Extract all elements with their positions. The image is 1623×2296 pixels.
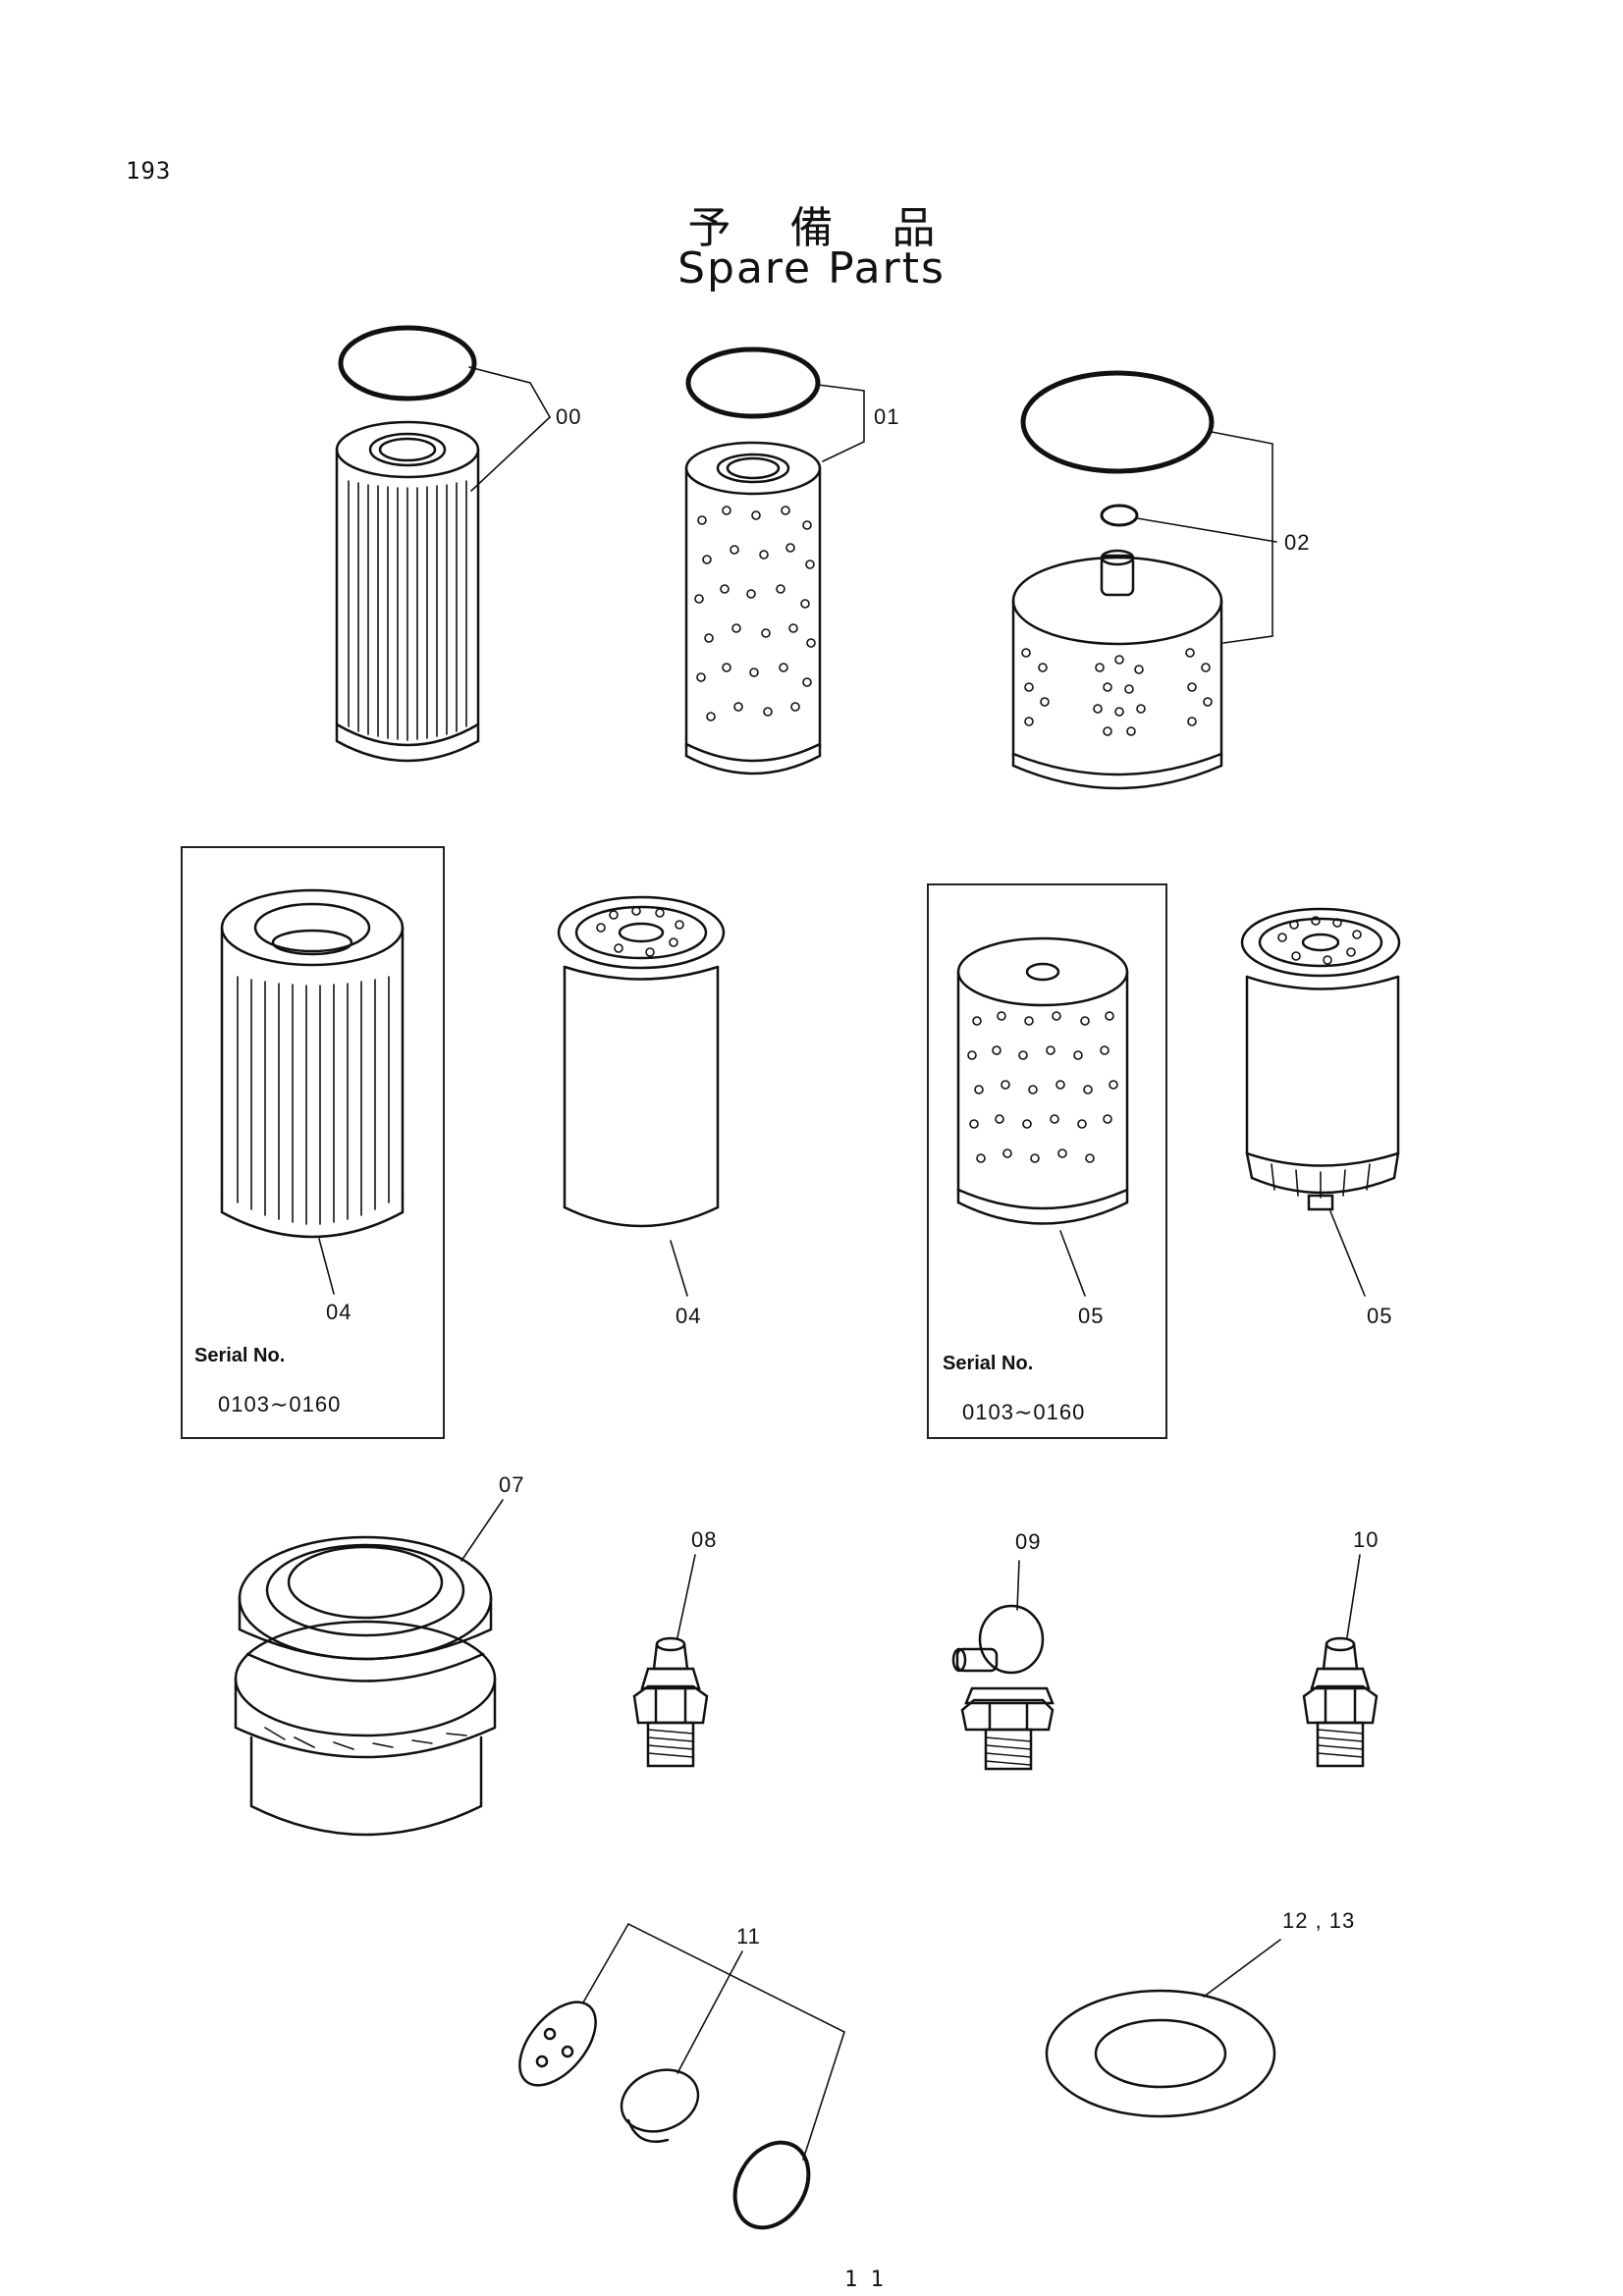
serial-box-right: Serial No. 0103∼0160 — [927, 883, 1167, 1439]
leader-01 — [817, 384, 865, 462]
part-01-filter — [684, 441, 822, 775]
part-02-canister — [1011, 549, 1223, 790]
callout-02: 02 — [1284, 530, 1311, 555]
part-05-perforated-element — [956, 936, 1129, 1225]
part-12-13-washer — [1045, 1989, 1276, 2118]
part-07-seal-assembly — [234, 1535, 497, 1837]
page-title-english: Spare Parts — [677, 243, 946, 294]
leader-07 — [460, 1499, 504, 1562]
serial-range: 0103∼0160 — [962, 1400, 1086, 1424]
callout-00: 00 — [556, 404, 582, 429]
part-11-snap-ring — [732, 2140, 811, 2230]
callout-10: 10 — [1353, 1527, 1380, 1552]
callout-04-right: 04 — [676, 1304, 702, 1328]
leader-08 — [676, 1554, 696, 1638]
leader-09 — [1016, 1560, 1020, 1611]
leader-10 — [1346, 1554, 1361, 1638]
part-00-oring — [338, 325, 477, 401]
leader-11-a — [582, 1922, 845, 2161]
leader-12-13 — [1203, 1939, 1281, 1998]
part-04-pleated-element — [220, 888, 405, 1239]
serial-label: Serial No. — [194, 1345, 286, 1366]
leader-11-b — [676, 1950, 743, 2074]
footer-mark: 1 1 — [844, 2268, 884, 2292]
part-08-grease-nipple — [632, 1636, 709, 1768]
callout-01: 01 — [874, 404, 900, 429]
leader-05-right — [1329, 1210, 1366, 1297]
callout-04-left: 04 — [326, 1300, 352, 1324]
part-02-large-oring — [1020, 370, 1215, 474]
callout-08: 08 — [691, 1527, 718, 1552]
callout-05-left: 05 — [1078, 1304, 1105, 1328]
leader-04-right — [670, 1240, 688, 1297]
leader-04-left — [318, 1238, 335, 1295]
serial-box-left: Serial No. 0103∼0160 — [181, 846, 445, 1439]
callout-11: 11 — [736, 1924, 761, 1949]
serial-label: Serial No. — [943, 1353, 1034, 1374]
part-11-cap — [620, 2068, 700, 2143]
callout-12-13: 12 , 13 — [1282, 1908, 1356, 1933]
callout-07: 07 — [499, 1472, 525, 1497]
part-11-plate — [518, 2001, 597, 2087]
part-10-grease-nipple — [1302, 1636, 1379, 1768]
callout-05-right: 05 — [1367, 1304, 1393, 1328]
part-01-oring — [685, 347, 821, 419]
leader-00 — [468, 366, 551, 418]
part-04-cartridge — [557, 895, 726, 1228]
part-00-filter — [335, 420, 480, 763]
serial-range: 0103∼0160 — [218, 1392, 342, 1416]
part-05-spin-on-filter — [1240, 907, 1401, 1211]
part-02-small-oring — [1100, 504, 1139, 527]
page-number: 193 — [126, 157, 172, 185]
page-title-japanese: 予備品 — [687, 203, 995, 253]
callout-09: 09 — [1015, 1529, 1042, 1554]
leader-05-left — [1059, 1230, 1086, 1297]
part-09-angled-grease-nipple — [951, 1604, 1055, 1771]
leader-02 — [1211, 431, 1273, 644]
